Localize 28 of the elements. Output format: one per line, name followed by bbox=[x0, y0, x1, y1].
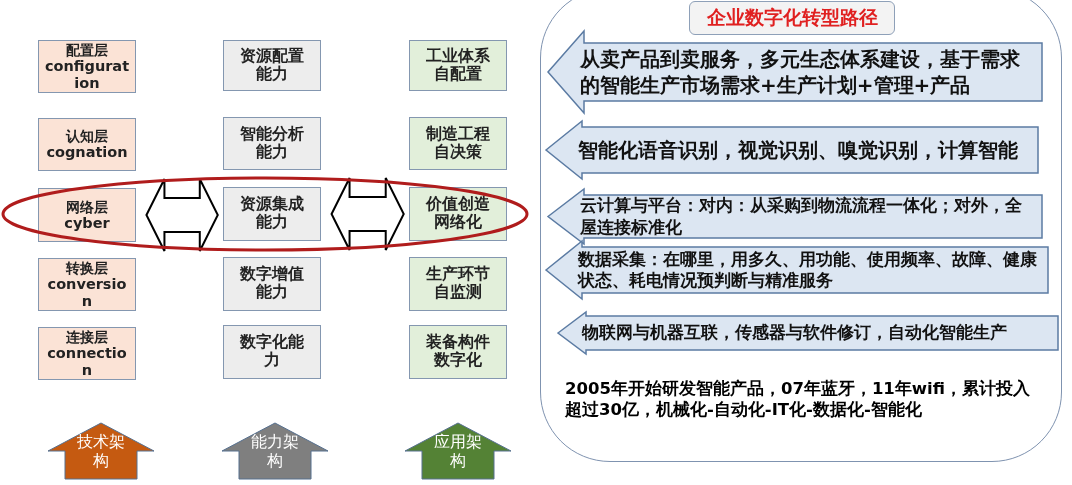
left-arrow-band: 从卖产品到卖服务，多元生态体系建设，基于需求的智能生产市场需求+生产计划+管理+产品 bbox=[548, 31, 1042, 113]
left-arrow-band: 智能化语音识别，视觉识别、嗅觉识别，计算智能 bbox=[546, 121, 1038, 179]
capability-box: 数字增值能力 bbox=[223, 257, 321, 311]
layer-box: 网络层 cyber bbox=[38, 188, 136, 242]
up-arrow: 能力架构 bbox=[222, 423, 328, 479]
capability-box: 数字化能力 bbox=[223, 325, 321, 379]
application-box: 生产环节自监测 bbox=[409, 257, 507, 311]
layer-box: 配置层 configuration bbox=[38, 40, 136, 93]
capability-box: 智能分析能力 bbox=[223, 117, 321, 170]
capability-box: 资源配置能力 bbox=[223, 40, 321, 91]
double-arrow bbox=[330, 177, 405, 251]
application-box: 价值创造网络化 bbox=[409, 187, 507, 241]
rounded-panel bbox=[540, 0, 1062, 462]
layer-box: 连接层 connection bbox=[38, 327, 136, 380]
left-arrow-band: 云计算与平台：对内：从采购到物流流程一体化；对外，全屋连接标准化 bbox=[548, 189, 1042, 244]
layer-box: 转换层 conversion bbox=[38, 258, 136, 311]
left-arrow-band: 数据采集：在哪里，用多久、用功能、使用频率、故障、健康状态、耗电情况预判断与精准服务 bbox=[546, 241, 1048, 299]
application-box: 制造工程自决策 bbox=[409, 117, 507, 170]
up-arrow: 应用架构 bbox=[405, 423, 511, 479]
up-arrow: 技术架构 bbox=[48, 423, 154, 479]
double-arrow bbox=[145, 178, 219, 252]
application-box: 装备构件数字化 bbox=[409, 325, 507, 379]
note-text: 2005年开始研发智能产品，07年蓝牙，11年wifi，累计投入超过30亿，机械化-自动化-IT化-数据化-智能化 bbox=[565, 378, 1031, 421]
application-box: 工业体系自配置 bbox=[409, 40, 507, 91]
capability-box: 资源集成能力 bbox=[223, 187, 321, 241]
left-arrow-band: 物联网与机器互联，传感器与软件修订，自动化智能生产 bbox=[558, 312, 1058, 354]
title-box: 企业数字化转型路径 bbox=[689, 1, 895, 35]
layer-box: 认知层 cognation bbox=[38, 118, 136, 171]
